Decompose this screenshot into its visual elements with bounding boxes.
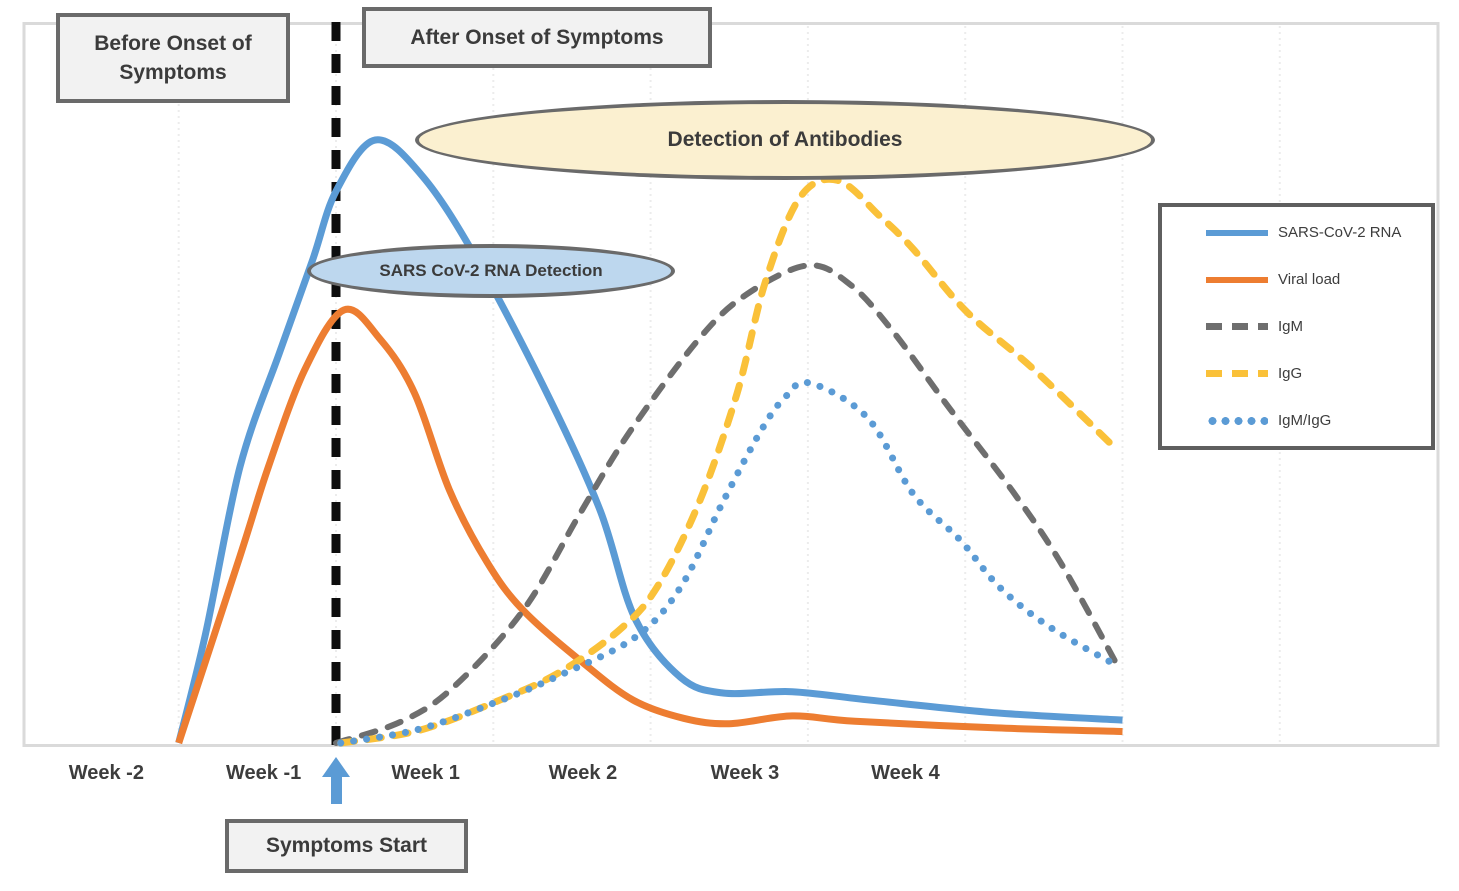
legend-label: SARS-CoV-2 RNA [1278,224,1402,241]
legend-label: IgM/IgG [1278,412,1332,429]
legend-item: SARS-CoV-2 RNA [1162,209,1431,256]
legend-item: Viral load [1162,256,1431,303]
x-axis-label: Week 3 [710,762,780,784]
symptoms-start-label-box: Symptoms Start [225,819,468,873]
legend-item: IgM [1162,303,1431,350]
after-onset-label-box: After Onset of Symptoms [362,7,712,68]
symptom-onset-arrow-icon [321,757,351,804]
x-axis-label: Week 4 [871,762,940,784]
series-igm-igg [337,378,1120,747]
x-axis-label: Week -2 [68,762,144,784]
legend-solid-line-sample [1206,229,1268,236]
series-viral-load [175,305,1123,745]
legend-label: Viral load [1278,271,1341,288]
series-igg [337,175,1115,747]
detection-of-antibodies-ellipse: Detection of Antibodies [415,100,1155,180]
series-sars-cov-2-rna [175,136,1123,744]
legend-label: IgG [1278,365,1303,382]
x-axis-label: Week 1 [391,762,460,784]
x-axis-label: Week -1 [226,762,302,784]
arrow-shaft [330,777,342,804]
series-igm [333,262,1118,746]
legend-label: IgM [1278,318,1304,335]
legend-solid-line-sample [1206,276,1268,283]
legend-dashed-line-sample [1206,323,1268,330]
arrow-head [322,757,350,777]
before-onset-label-box: Before Onset of Symptoms [56,13,290,103]
legend-item: IgG [1162,350,1431,397]
legend-dotted-line-sample [1206,416,1268,425]
legend-item: IgM/IgG [1162,397,1431,444]
legend-dashed-line-sample [1206,370,1268,377]
plot-frame [22,22,1440,747]
x-axis-label: Week 2 [548,762,618,784]
rna-detection-ellipse: SARS CoV-2 RNA Detection [307,244,675,298]
